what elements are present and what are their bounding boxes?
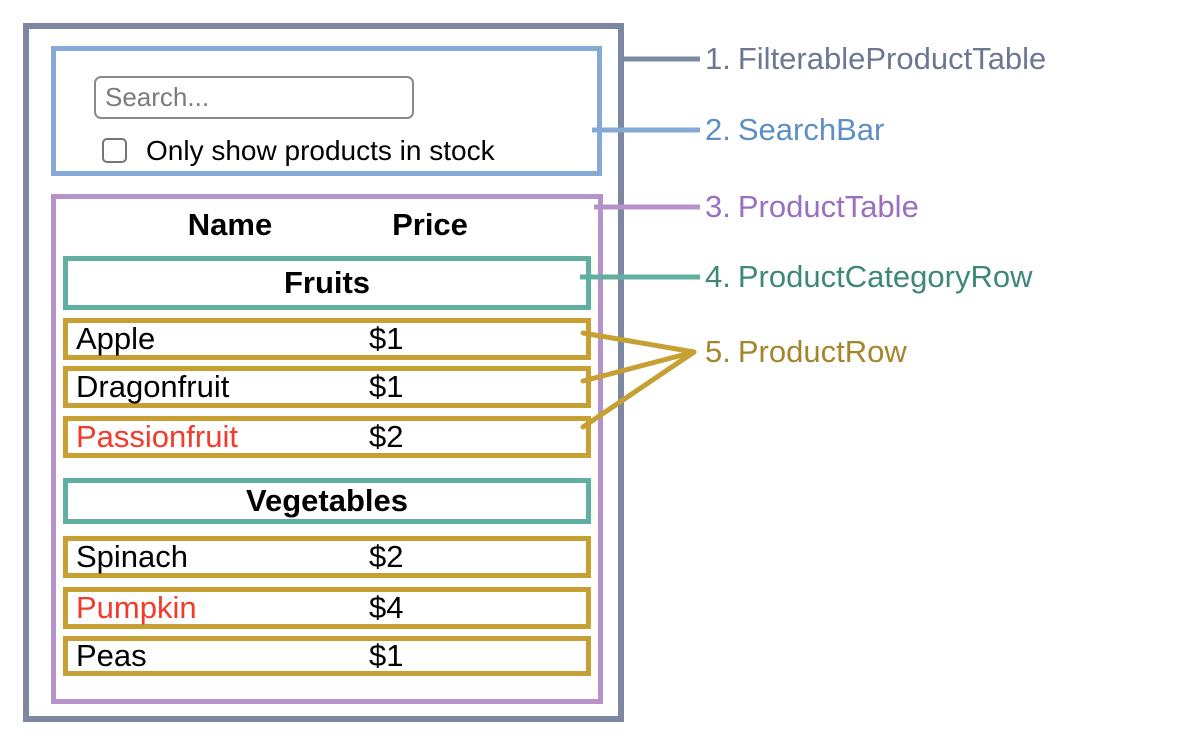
in-stock-checkbox[interactable] xyxy=(102,138,127,163)
product-row-spinach: Spinach $2 xyxy=(63,536,591,578)
legend-number: 2. xyxy=(705,112,731,147)
product-name: Spinach xyxy=(76,539,189,574)
category-row-vegetables: Vegetables xyxy=(63,478,591,524)
category-row-fruits: Fruits xyxy=(63,256,591,310)
legend-label: ProductCategoryRow xyxy=(737,259,1033,294)
legend-number: 4. xyxy=(705,259,731,294)
legend-item-product-category-row: 4.ProductCategoryRow xyxy=(705,259,1033,295)
column-header-name: Name xyxy=(187,207,273,242)
product-price: $2 xyxy=(369,539,404,574)
product-row-apple: Apple $1 xyxy=(63,318,591,360)
product-name: Pumpkin xyxy=(76,590,197,625)
product-price: $1 xyxy=(369,321,404,356)
legend-number: 3. xyxy=(705,189,731,224)
product-price: $4 xyxy=(369,590,404,625)
column-header-price: Price xyxy=(392,207,468,242)
product-row-pumpkin: Pumpkin $4 xyxy=(63,587,591,629)
category-label: Vegetables xyxy=(246,483,408,518)
product-name: Apple xyxy=(76,321,156,356)
legend-number: 1. xyxy=(705,41,731,76)
product-row-dragonfruit: Dragonfruit $1 xyxy=(63,366,591,408)
legend-number: 5. xyxy=(705,334,731,369)
product-price: $1 xyxy=(369,638,404,673)
legend-label: ProductTable xyxy=(737,189,919,224)
product-name: Dragonfruit xyxy=(76,369,230,404)
product-price: $2 xyxy=(369,419,404,454)
legend-item-filterable-product-table: 1.FilterableProductTable xyxy=(705,41,1046,77)
filterable-product-table-box: Only show products in stock Name Price F… xyxy=(23,23,624,722)
product-row-peas: Peas $1 xyxy=(63,636,591,676)
legend-item-product-table: 3.ProductTable xyxy=(705,189,919,225)
in-stock-checkbox-label: Only show products in stock xyxy=(146,135,495,166)
product-name: Peas xyxy=(76,638,147,673)
category-label: Fruits xyxy=(283,265,371,300)
legend-item-search-bar: 2.SearchBar xyxy=(705,112,884,148)
legend-label: SearchBar xyxy=(737,112,885,147)
product-name: Passionfruit xyxy=(76,419,238,454)
product-row-passionfruit: Passionfruit $2 xyxy=(63,416,591,458)
search-input[interactable] xyxy=(94,76,414,119)
product-price: $1 xyxy=(369,369,404,404)
legend-label: FilterableProductTable xyxy=(737,41,1047,76)
legend-item-product-row: 5.ProductRow xyxy=(705,334,907,370)
legend-label: ProductRow xyxy=(737,334,907,369)
